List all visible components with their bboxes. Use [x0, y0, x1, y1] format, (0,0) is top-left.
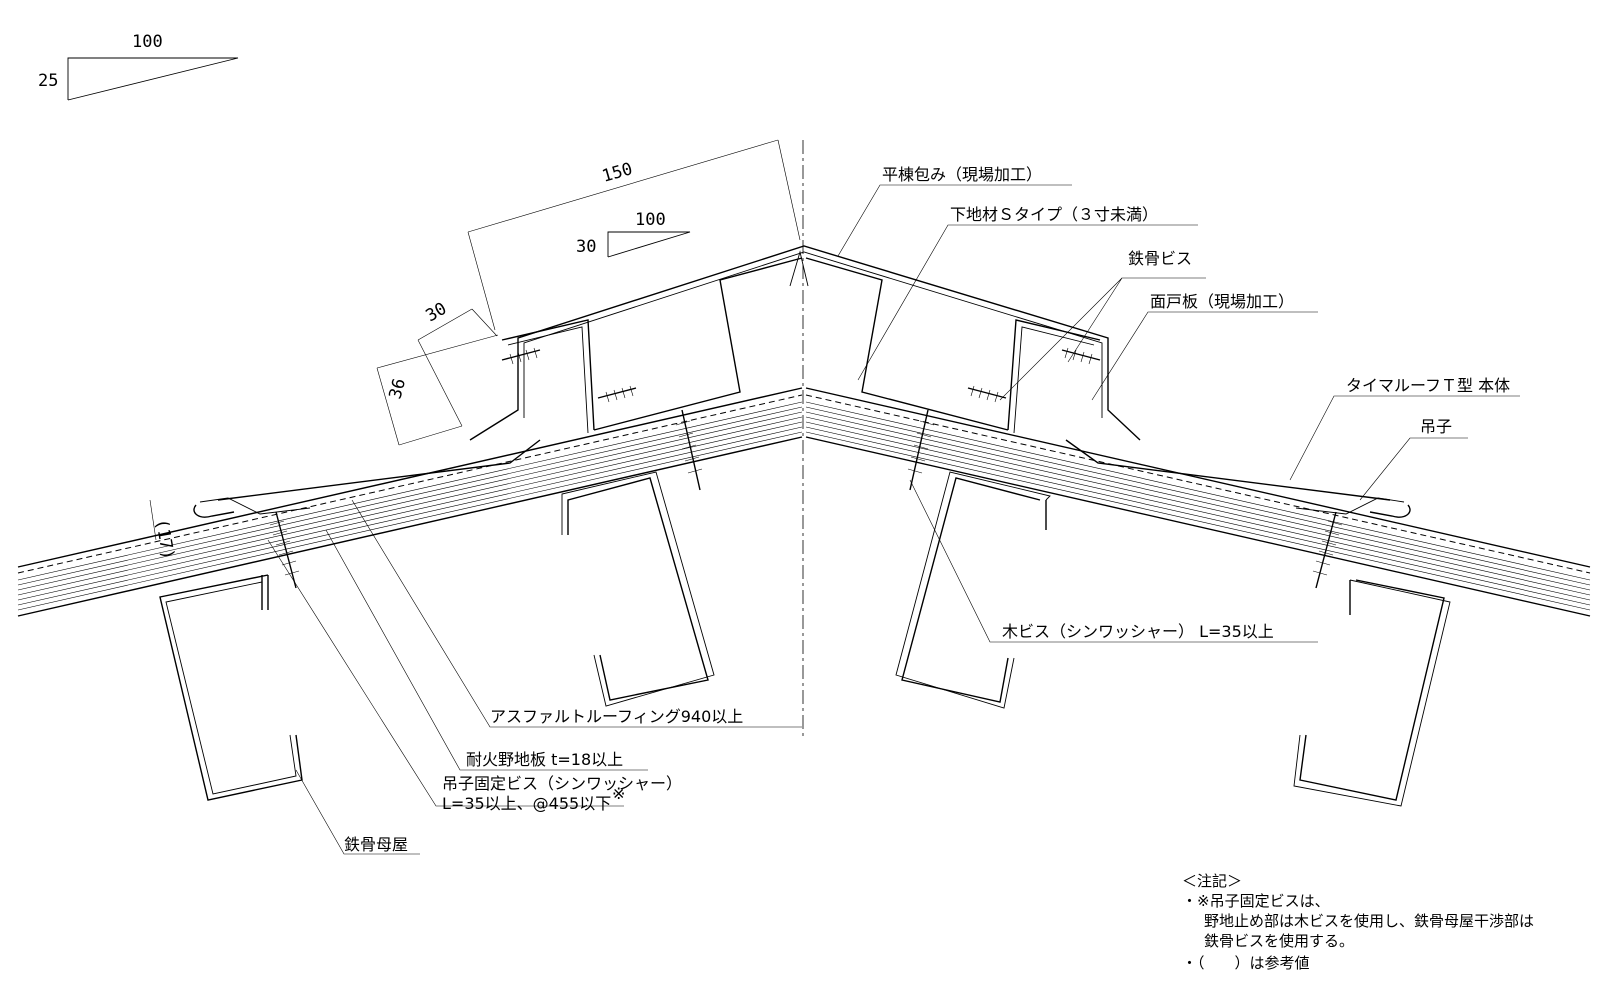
notes-block: ＜注記＞ ・※吊子固定ビスは、 野地止め部は木ビスを使用し、鉄骨母屋干渉部は 鉄…	[1182, 872, 1534, 972]
steel-purlin-right-inner	[895, 471, 1051, 709]
label-clip-screw-mark: ※	[612, 784, 625, 803]
notes-line-4: ・（ ）は参考値	[1182, 954, 1310, 972]
steel-purlin-left-outer	[159, 574, 303, 801]
notes-line-1: ・※吊子固定ビスは、	[1182, 892, 1330, 910]
label-purlin: 鉄骨母屋	[344, 835, 408, 854]
label-sheathing: 耐火野地板 t=18以上	[466, 750, 623, 769]
clip-screw-right	[1312, 511, 1343, 589]
roof-deck-left	[17, 387, 803, 617]
label-roofing: アスファルトルーフィング940以上	[490, 707, 743, 726]
notes-heading: ＜注記＞	[1182, 872, 1242, 890]
roof-panel-right	[1065, 439, 1411, 518]
label-steel-screw: 鉄骨ビス	[1128, 249, 1192, 268]
label-base-material: 下地材Ｓタイプ（３寸未満）	[950, 205, 1158, 224]
steel-screw-left-lower	[597, 385, 637, 403]
leader-lines	[267, 184, 1520, 855]
label-clip-screw-line1: 吊子固定ビス（シンワッシャー）	[442, 774, 682, 793]
steel-purlin-left-inner	[561, 471, 715, 707]
dim-36-label: 36	[386, 376, 411, 401]
notes-line-3: 鉄骨ビスを使用する。	[1204, 932, 1354, 950]
base-bracket-right	[805, 257, 1101, 434]
roof-panel-left	[193, 439, 541, 518]
label-clip: 吊子	[1420, 417, 1452, 436]
dimension-36: 36	[376, 334, 499, 446]
notes-line-2: 野地止め部は木ビスを使用し、鉄骨母屋干渉部は	[1204, 912, 1534, 930]
dim-150-label: 150	[600, 159, 635, 187]
label-face-board: 面戸板（現場加工）	[1150, 292, 1294, 311]
roof-deck-right	[805, 387, 1591, 617]
slope-ridge-rise: 30	[576, 237, 596, 257]
steel-purlin-right-outer	[1293, 579, 1451, 807]
dimension-150: 150	[467, 139, 801, 331]
slope-indicator-ridge: 100 30	[576, 210, 691, 258]
steel-screw-left-upper	[501, 347, 541, 365]
wood-screw-right	[907, 409, 935, 491]
slope-ridge-run: 100	[635, 210, 666, 230]
label-roof-body: タイマルーフＴ型 本体	[1346, 376, 1510, 395]
steel-screw-right-upper	[1061, 347, 1101, 365]
dim-30-label: 30	[423, 299, 451, 327]
steel-screw-right-lower	[967, 385, 1007, 403]
slope-indicator-small: 100 25	[38, 32, 239, 101]
base-bracket-left	[501, 257, 803, 434]
label-ridge-cover: 平棟包み（現場加工）	[882, 165, 1042, 184]
ridge-cover	[469, 245, 1141, 441]
slope-small-run: 100	[132, 32, 163, 52]
label-clip-screw-line2: L=35以上、@455以下	[442, 794, 611, 813]
label-wood-screw: 木ビス（シンワッシャー） L=35以上	[1002, 622, 1274, 641]
wood-screw-left	[675, 409, 703, 491]
clip-screw-left	[269, 511, 300, 589]
dimension-30: 30	[417, 299, 498, 427]
slope-small-rise: 25	[38, 71, 58, 91]
